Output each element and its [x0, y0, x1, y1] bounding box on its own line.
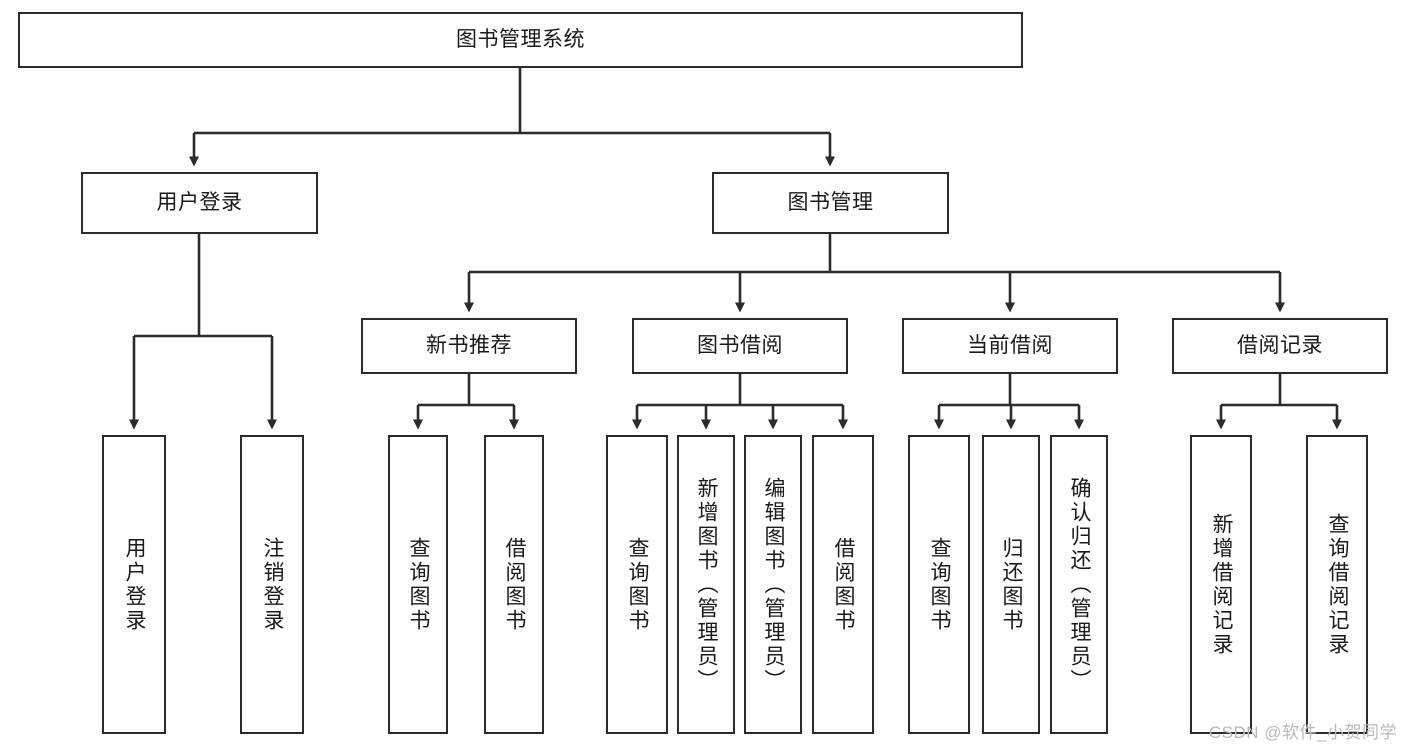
node-user-login-label: 用户登录 [156, 190, 243, 214]
node-book-manage[interactable]: 图书管理 [712, 172, 949, 234]
node-leaf-edit-book-label: 编辑图书（管理员） [762, 476, 786, 693]
node-book-borrow-label: 图书借阅 [697, 333, 783, 357]
node-leaf-user-login[interactable]: 用户登录 [102, 435, 166, 734]
node-leaf-edit-book[interactable]: 编辑图书（管理员） [744, 435, 802, 734]
node-leaf-query-book-2-label: 查询图书 [626, 536, 650, 633]
node-borrow-record[interactable]: 借阅记录 [1172, 318, 1388, 374]
node-leaf-borrow-book-1-label: 借阅图书 [503, 536, 527, 633]
node-leaf-confirm-return-label: 确认归还（管理员） [1068, 476, 1092, 693]
node-leaf-query-record-label: 查询借阅记录 [1326, 512, 1350, 657]
node-book-borrow[interactable]: 图书借阅 [632, 318, 848, 374]
node-leaf-query-record[interactable]: 查询借阅记录 [1306, 435, 1368, 734]
node-leaf-return-book[interactable]: 归还图书 [982, 435, 1040, 734]
watermark-text: CSDN @软件_小贺同学 [1208, 723, 1397, 742]
node-leaf-query-book-1[interactable]: 查询图书 [388, 435, 448, 734]
node-leaf-query-book-2[interactable]: 查询图书 [606, 435, 668, 734]
node-leaf-add-record[interactable]: 新增借阅记录 [1190, 435, 1252, 734]
node-leaf-add-record-label: 新增借阅记录 [1210, 512, 1234, 657]
node-leaf-query-book-3[interactable]: 查询图书 [908, 435, 970, 734]
node-root[interactable]: 图书管理系统 [18, 12, 1023, 68]
node-leaf-borrow-book-2-label: 借阅图书 [832, 536, 856, 633]
node-leaf-query-book-1-label: 查询图书 [407, 536, 431, 633]
node-leaf-user-login-label: 用户登录 [123, 536, 147, 633]
node-leaf-return-book-label: 归还图书 [1000, 536, 1024, 633]
node-book-manage-label: 图书管理 [787, 190, 874, 214]
node-leaf-query-book-3-label: 查询图书 [928, 536, 952, 633]
node-new-book-rec[interactable]: 新书推荐 [361, 318, 577, 374]
node-leaf-borrow-book-1[interactable]: 借阅图书 [484, 435, 544, 734]
node-leaf-add-book-label: 新增图书（管理员） [695, 476, 719, 693]
node-leaf-add-book[interactable]: 新增图书（管理员） [677, 435, 735, 734]
node-leaf-confirm-return[interactable]: 确认归还（管理员） [1050, 435, 1108, 734]
node-root-label: 图书管理系统 [456, 27, 585, 51]
node-current-borrow-label: 当前借阅 [967, 333, 1053, 357]
node-leaf-borrow-book-2[interactable]: 借阅图书 [812, 435, 874, 734]
node-leaf-user-logout-label: 注销登录 [261, 536, 285, 633]
node-leaf-user-logout[interactable]: 注销登录 [240, 435, 304, 734]
node-new-book-rec-label: 新书推荐 [426, 333, 512, 357]
node-borrow-record-label: 借阅记录 [1237, 333, 1323, 357]
node-current-borrow[interactable]: 当前借阅 [902, 318, 1118, 374]
node-user-login[interactable]: 用户登录 [81, 172, 318, 234]
